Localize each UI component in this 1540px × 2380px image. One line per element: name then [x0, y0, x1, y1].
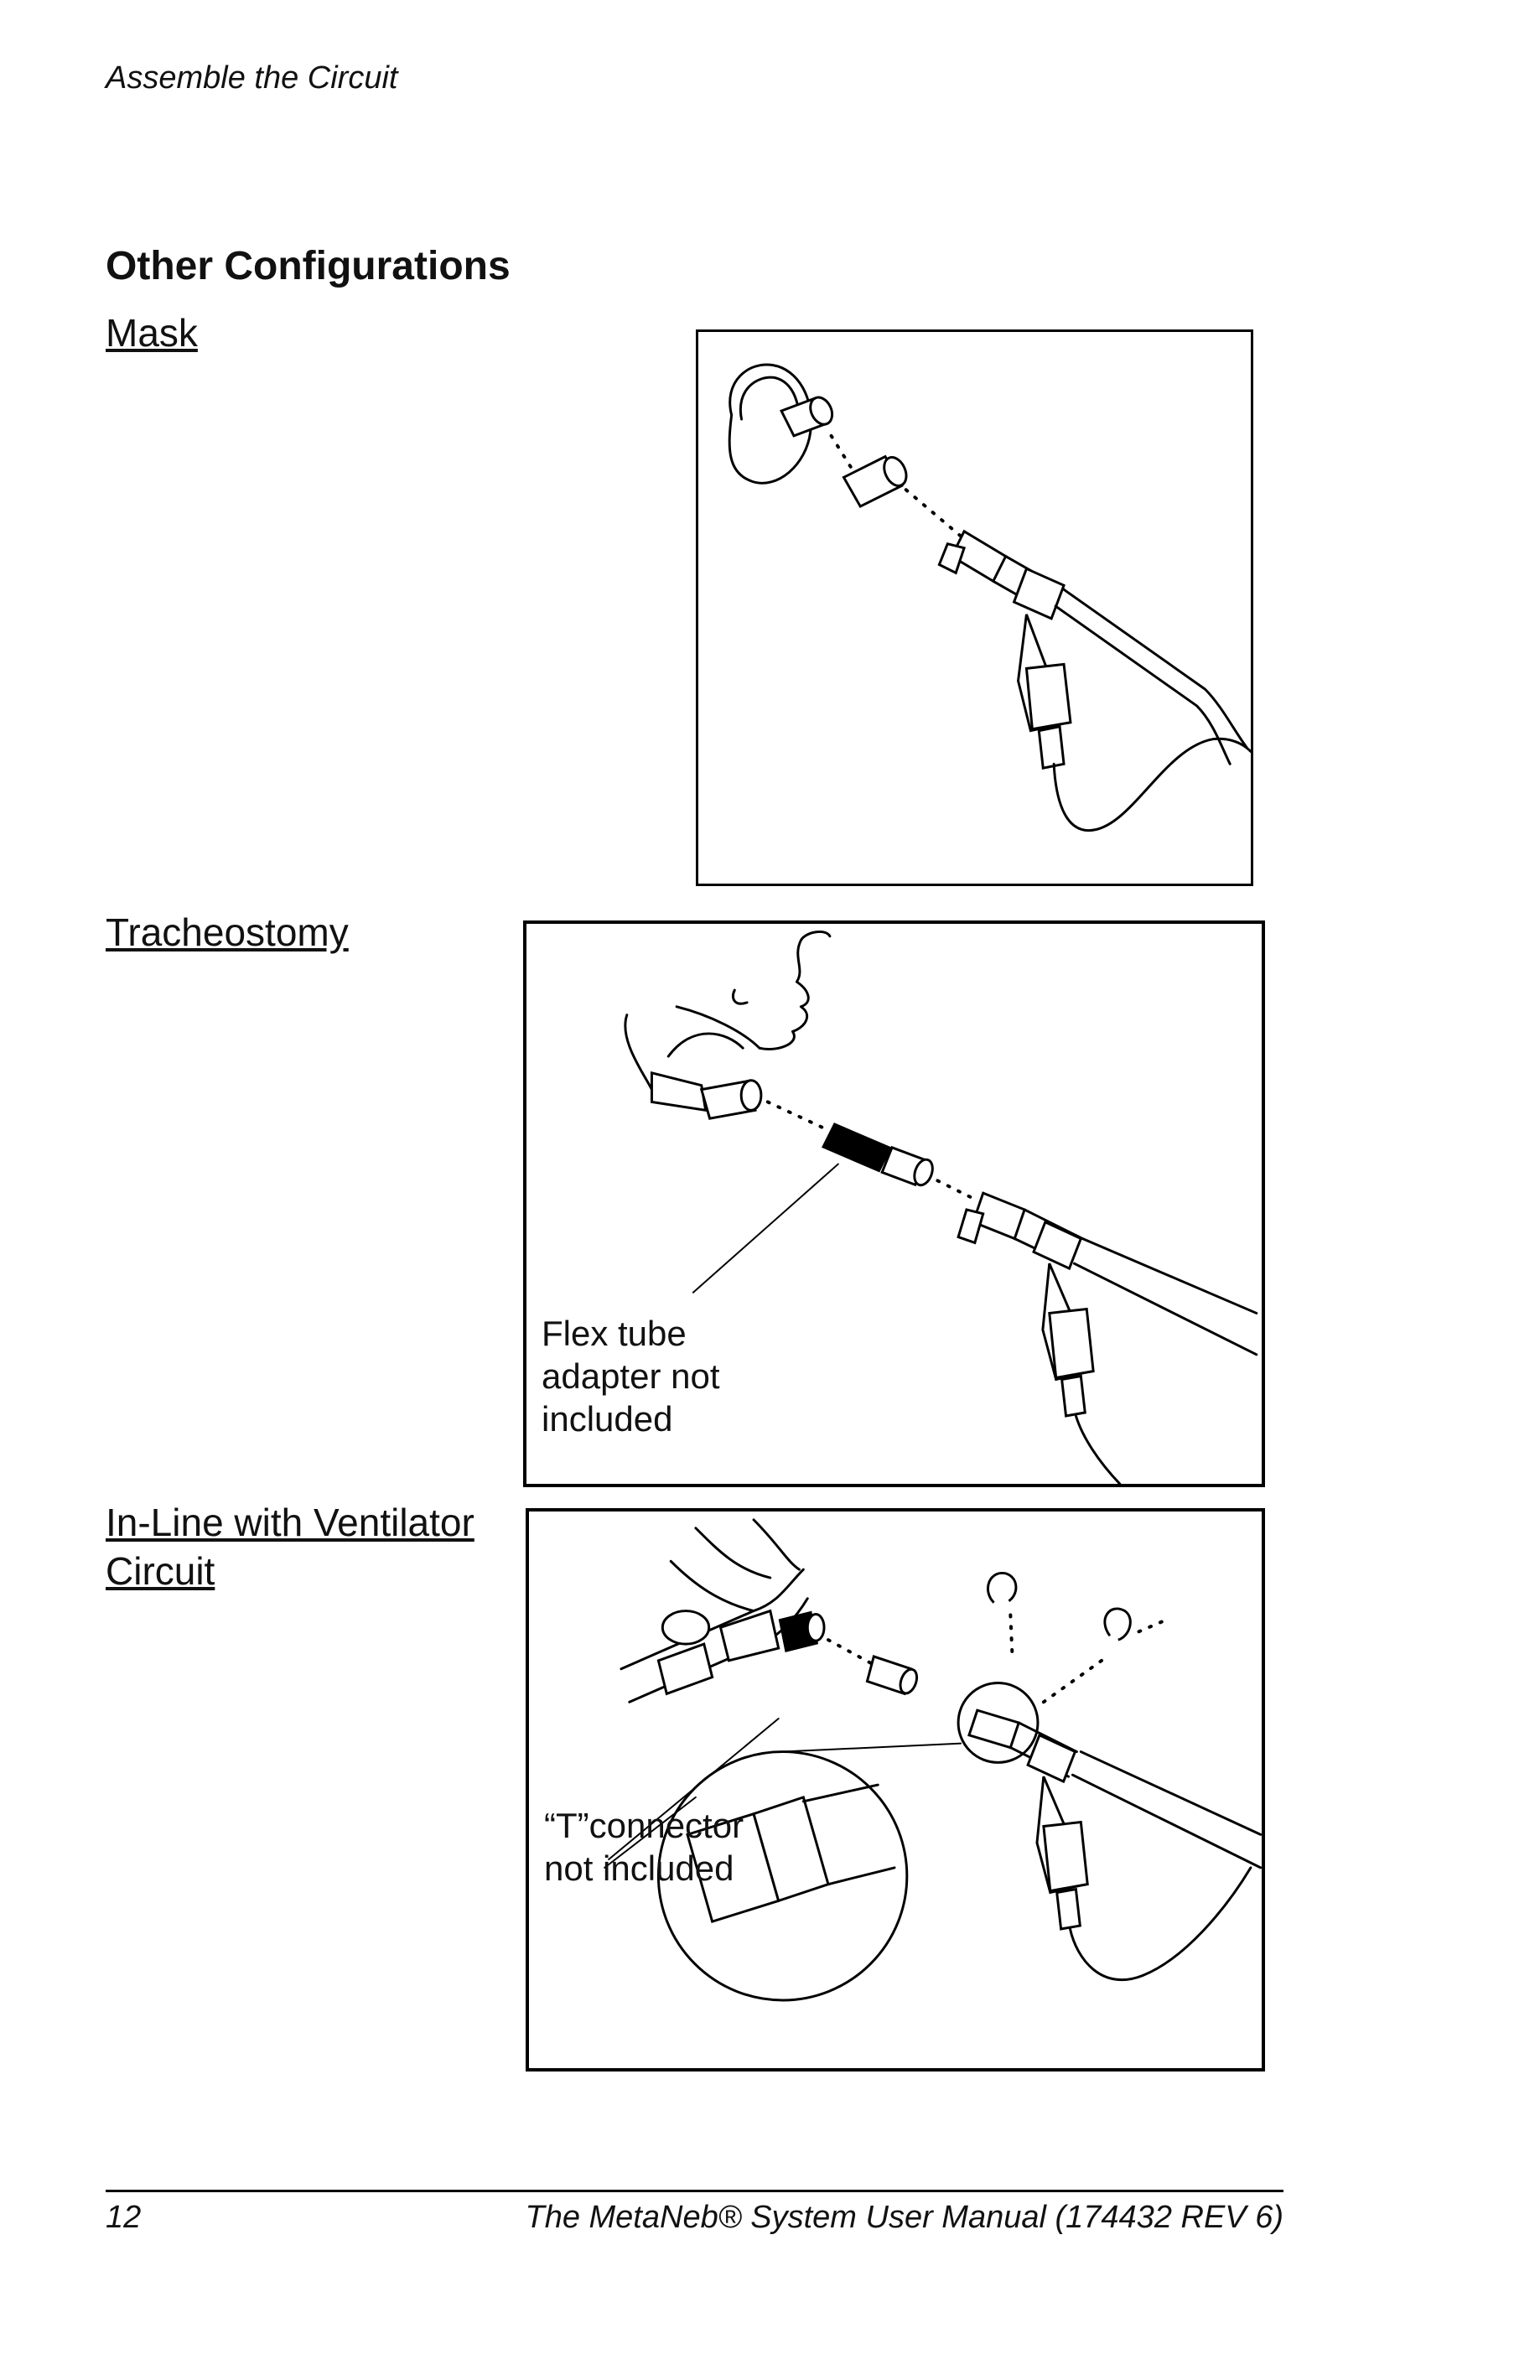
tracheostomy-heading: Tracheostomy: [106, 910, 349, 954]
flex-tube-callout: Flex tube adapter not included: [542, 1314, 720, 1439]
mask-heading: Mask: [106, 311, 198, 355]
mask-drawing: [728, 363, 1251, 832]
inline-ventilator-drawing: [604, 1518, 1262, 2002]
tracheostomy-drawing: [624, 930, 1258, 1484]
t-connector-callout: “T”connector not included: [544, 1806, 744, 1888]
running-header: Assemble the Circuit: [106, 60, 398, 96]
tracheostomy-illustration: Flex tube adapter not included: [523, 920, 1265, 1487]
mask-illustration: [696, 329, 1253, 886]
section-heading: Other Configurations: [106, 244, 511, 288]
inline-ventilator-illustration: “T”connector not included: [526, 1508, 1265, 2071]
footer-document-title: The MetaNeb® System User Manual (174432 …: [525, 2200, 1283, 2235]
page-number: 12: [106, 2200, 142, 2235]
inline-ventilator-heading: In-Line with Ventilator Circuit: [106, 1501, 474, 1593]
footer-divider: [106, 2190, 1283, 2192]
